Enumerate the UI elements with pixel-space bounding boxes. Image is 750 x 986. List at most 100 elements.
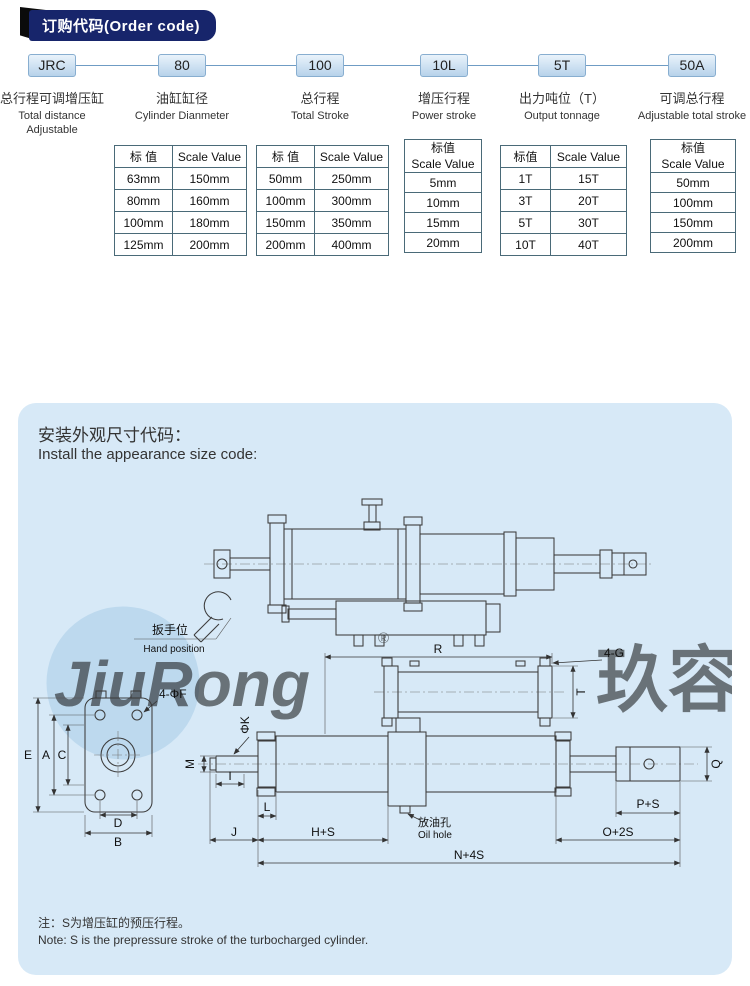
label-cn: 油缸缸径 [155, 91, 208, 106]
watermark-cn: 玖容 [596, 641, 732, 721]
table-row: 50mm [650, 172, 736, 193]
panel-title-cn: 安装外观尺寸代码： [38, 426, 191, 445]
booster-tube [335, 600, 487, 636]
segment-label-tonnage: 出力吨位（T） Output tonnage [497, 88, 627, 123]
table-cell: 150mm [172, 167, 247, 190]
label-en: Adjustable [26, 124, 78, 136]
table-cell: 标值 [500, 145, 551, 168]
label-cn: 出力吨位（T） [519, 91, 605, 106]
top-assembly-view: 扳手位 Hand position [134, 498, 654, 655]
dim-label-4f: 4-ΦF [159, 687, 187, 701]
dim-label-a: A [42, 748, 50, 762]
table-cell: 15mm [404, 212, 482, 233]
table-cell: 300mm [314, 189, 389, 212]
segment-label-stroke: 总行程 Total Stroke [255, 88, 385, 123]
segment-label-power-stroke: 增压行程 Power stroke [379, 88, 509, 123]
table-row: 150mm [650, 212, 736, 233]
front-mounting-view: 4-ΦF E A C D B [24, 687, 187, 849]
label-en: Cylinder Dianmeter [134, 110, 230, 122]
dim-label-d: D [114, 816, 123, 830]
segment-label-jrc: 总行程可调增压缸 Total distance Adjustable [0, 88, 104, 137]
wrench-icon [203, 591, 232, 621]
dim-label-i: I [228, 769, 231, 783]
dim-label-o2s: O+2S [602, 825, 633, 839]
table-row: 200mm [650, 232, 736, 253]
code-segment-stroke: 100 [296, 54, 344, 77]
label-en: Adjustable total stroke [637, 110, 747, 122]
dim-label-4g: 4-G [604, 646, 624, 660]
label-en: Total distance [18, 110, 86, 122]
installation-panel: 安装外观尺寸代码： Install the appearance size co… [18, 403, 732, 975]
table-cell: 100mm [256, 189, 315, 212]
rear-clevis-block [615, 746, 681, 782]
table-cell: 10mm [404, 192, 482, 213]
order-code-connector-line [52, 65, 692, 66]
brand-watermark: JiuRong ® 玖容 [46, 606, 732, 760]
segment-label-adjustable: 可调总行程 Adjustable total stroke [617, 88, 750, 123]
dim-label-t: T [574, 688, 588, 696]
dim-label-phik: ΦK [238, 716, 252, 734]
table-row: 10mm [404, 192, 482, 213]
table-cell: 20T [550, 189, 627, 212]
dim-label-l: L [264, 800, 271, 814]
label-cn: 总行程 [300, 91, 340, 106]
header-line-en: Scale Value [661, 157, 725, 171]
hand-position-label-cn: 扳手位 [152, 622, 188, 637]
table-header-row: 标值 Scale Value [650, 139, 736, 173]
panel-note: 注：S为增压缸的预压行程。 Note: S is the prepressure… [38, 915, 368, 949]
table-cell: 100mm [650, 192, 736, 213]
dim-label-e: E [24, 748, 32, 762]
bleed-valve-knob [361, 498, 383, 506]
table-header-row: 标值 Scale Value [500, 145, 627, 168]
oil-hole-label-en: Oil hole [418, 830, 452, 841]
header-line-cn: 标值 [430, 141, 455, 155]
table-cell: 150mm [256, 211, 315, 234]
table-cell: 180mm [172, 211, 247, 234]
mounting-plate [84, 697, 153, 813]
header-line-en: Scale Value [411, 157, 475, 171]
dim-label-j: J [231, 825, 237, 839]
table-cell: 50mm [256, 167, 315, 190]
table-cell: 5T [500, 211, 551, 234]
table-cell: 200mm [650, 232, 736, 253]
dim-label-n4s: N+4S [454, 848, 484, 862]
table-cell: Scale Value [314, 145, 389, 168]
code-segment-jrc: JRC [28, 54, 76, 77]
code-segment-tonnage: 5T [538, 54, 586, 77]
table-cell: 40T [550, 233, 627, 256]
table-cell: 200mm [172, 233, 247, 256]
segment-label-bore: 油缸缸径 Cylinder Dianmeter [117, 88, 247, 123]
watermark-en: JiuRong [54, 648, 310, 720]
table-cell: 63mm [114, 167, 173, 190]
table-row: 100mm [650, 192, 736, 213]
table-cell: Scale Value [172, 145, 247, 168]
table-row: 20mm [404, 232, 482, 253]
booster-cylinder [397, 671, 539, 713]
panel-title-en: Install the appearance size code: [38, 446, 258, 463]
table-row: 5mm [404, 172, 482, 193]
dim-label-m: M [183, 759, 197, 769]
label-en: Total Stroke [290, 110, 350, 122]
table-cell: 20mm [404, 232, 482, 253]
table-cell: 160mm [172, 189, 247, 212]
label-cn: 可调总行程 [659, 91, 725, 106]
table-cell: 15T [550, 167, 627, 190]
code-segment-power-stroke: 10L [420, 54, 468, 77]
table-cell: Scale Value [550, 145, 627, 168]
table-cell: 30T [550, 211, 627, 234]
dim-label-r: R [434, 642, 443, 656]
label-en: Power stroke [411, 110, 477, 122]
order-code-header: 订购代码(Order code) [20, 7, 217, 41]
dim-label-ps: P+S [636, 797, 659, 811]
